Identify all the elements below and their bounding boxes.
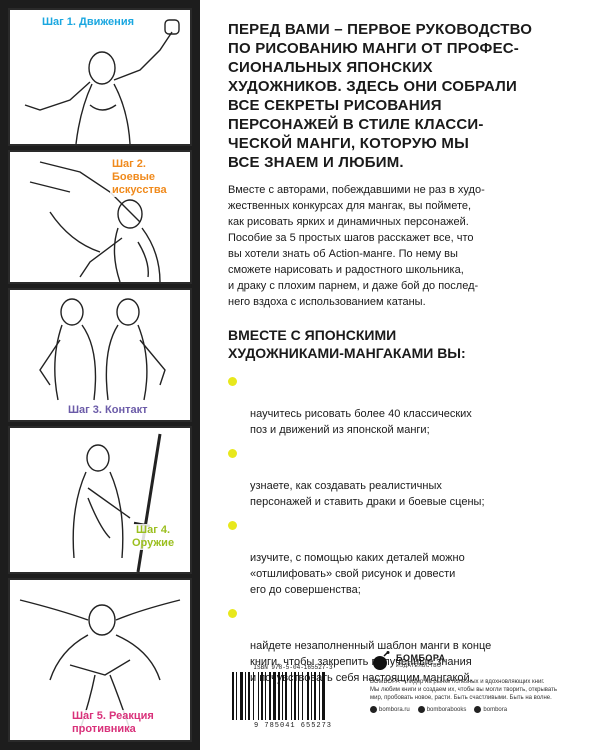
panel-step-4: Шаг 4. Оружие — [8, 426, 192, 574]
isbn: ISBN 978-5-04-165527-3 — [253, 664, 333, 671]
instagram-icon — [417, 706, 425, 713]
barcode-icon — [232, 672, 325, 720]
social-link-site[interactable]: bombora.ru — [370, 706, 410, 713]
publisher-description: БОМБОРА – лидер на рынке полезных и вдох… — [370, 679, 557, 701]
step-3-label: Шаг 3. Контакт — [66, 404, 150, 417]
publisher-block: БОМБОРА ИЗДАТЕЛЬСТВО БОМБОРА – лидер на … — [370, 650, 590, 713]
barcode-number: 9 785041 655273 — [253, 722, 332, 730]
bullet-dot-icon — [228, 609, 237, 618]
list-item: узнаете, как создавать реалистичных перс… — [228, 446, 588, 510]
benefits-list: научитесь рисовать более 40 классических… — [228, 374, 588, 686]
illustration-strip: Шаг 1. Движения Шаг 2. Боевые искусства — [0, 0, 200, 750]
figure-contact — [39, 298, 166, 401]
bomb-logo-icon — [373, 651, 390, 670]
barcode-block: ISBN 978-5-04-165527-3 9 785041 655273 — [228, 664, 358, 730]
benefits-heading: ВМЕСТЕ С ЯПОНСКИМИ ХУДОЖНИКАМИ-МАНГАКАМИ… — [228, 327, 466, 361]
step-5-label: Шаг 5. Реакция противника — [70, 710, 156, 736]
list-item-text: найдете незаполненный шаблон манги в кон… — [250, 640, 492, 684]
publisher-logo: БОМБОРА ИЗДАТЕЛЬСТВО — [370, 650, 590, 672]
list-item: изучите, с помощью каких деталей можно «… — [228, 518, 588, 598]
social-label: bombora — [483, 706, 508, 713]
publisher-name: БОМБОРА — [396, 653, 446, 663]
social-link-books[interactable]: bomborabooks — [417, 706, 467, 713]
step-1-label: Шаг 1. Движения — [40, 16, 136, 29]
bullet-dot-icon — [228, 521, 237, 530]
bullet-dot-icon — [228, 449, 237, 458]
figure-martial-arts — [29, 161, 161, 282]
list-item-text: научитесь рисовать более 40 классических… — [250, 408, 472, 436]
list-item: найдете незаполненный шаблон манги в кон… — [228, 606, 588, 686]
step-4-label: Шаг 4. Оружие — [130, 524, 177, 550]
step-2-label: Шаг 2. Боевые искусства — [110, 158, 190, 197]
list-item: научитесь рисовать более 40 классических… — [228, 374, 588, 438]
globe-icon — [370, 706, 377, 713]
panel-step-3: Шаг 3. Контакт — [8, 288, 192, 422]
panel-step-5: Шаг 5. Реакция противника — [8, 578, 192, 742]
list-item-text: узнаете, как создавать реалистичных перс… — [250, 480, 485, 508]
intro-paragraph: Вместе с авторами, побеждавшими не раз в… — [228, 184, 485, 308]
bullet-dot-icon — [228, 377, 237, 386]
figure-katana — [72, 433, 162, 572]
description-column: Перед вами – первое руководство по рисов… — [228, 20, 588, 694]
publisher-subtitle: ИЗДАТЕЛЬСТВО — [396, 663, 442, 669]
list-item-text: изучите, с помощью каких деталей можно «… — [250, 552, 465, 596]
headline: Перед вами – первое руководство по рисов… — [228, 21, 533, 171]
social-label: bomborabooks — [426, 706, 467, 713]
panel-step-2: Шаг 2. Боевые искусства — [8, 150, 192, 284]
vk-icon — [474, 706, 482, 713]
social-links: bombora.ru bomborabooks bombora — [370, 706, 590, 713]
panel-step-1: Шаг 1. Движения — [8, 8, 192, 146]
social-link-vk[interactable]: bombora — [474, 706, 507, 713]
social-label: bombora.ru — [379, 706, 410, 713]
figure-reaction — [19, 599, 181, 731]
figure-raised-fist — [24, 19, 180, 144]
